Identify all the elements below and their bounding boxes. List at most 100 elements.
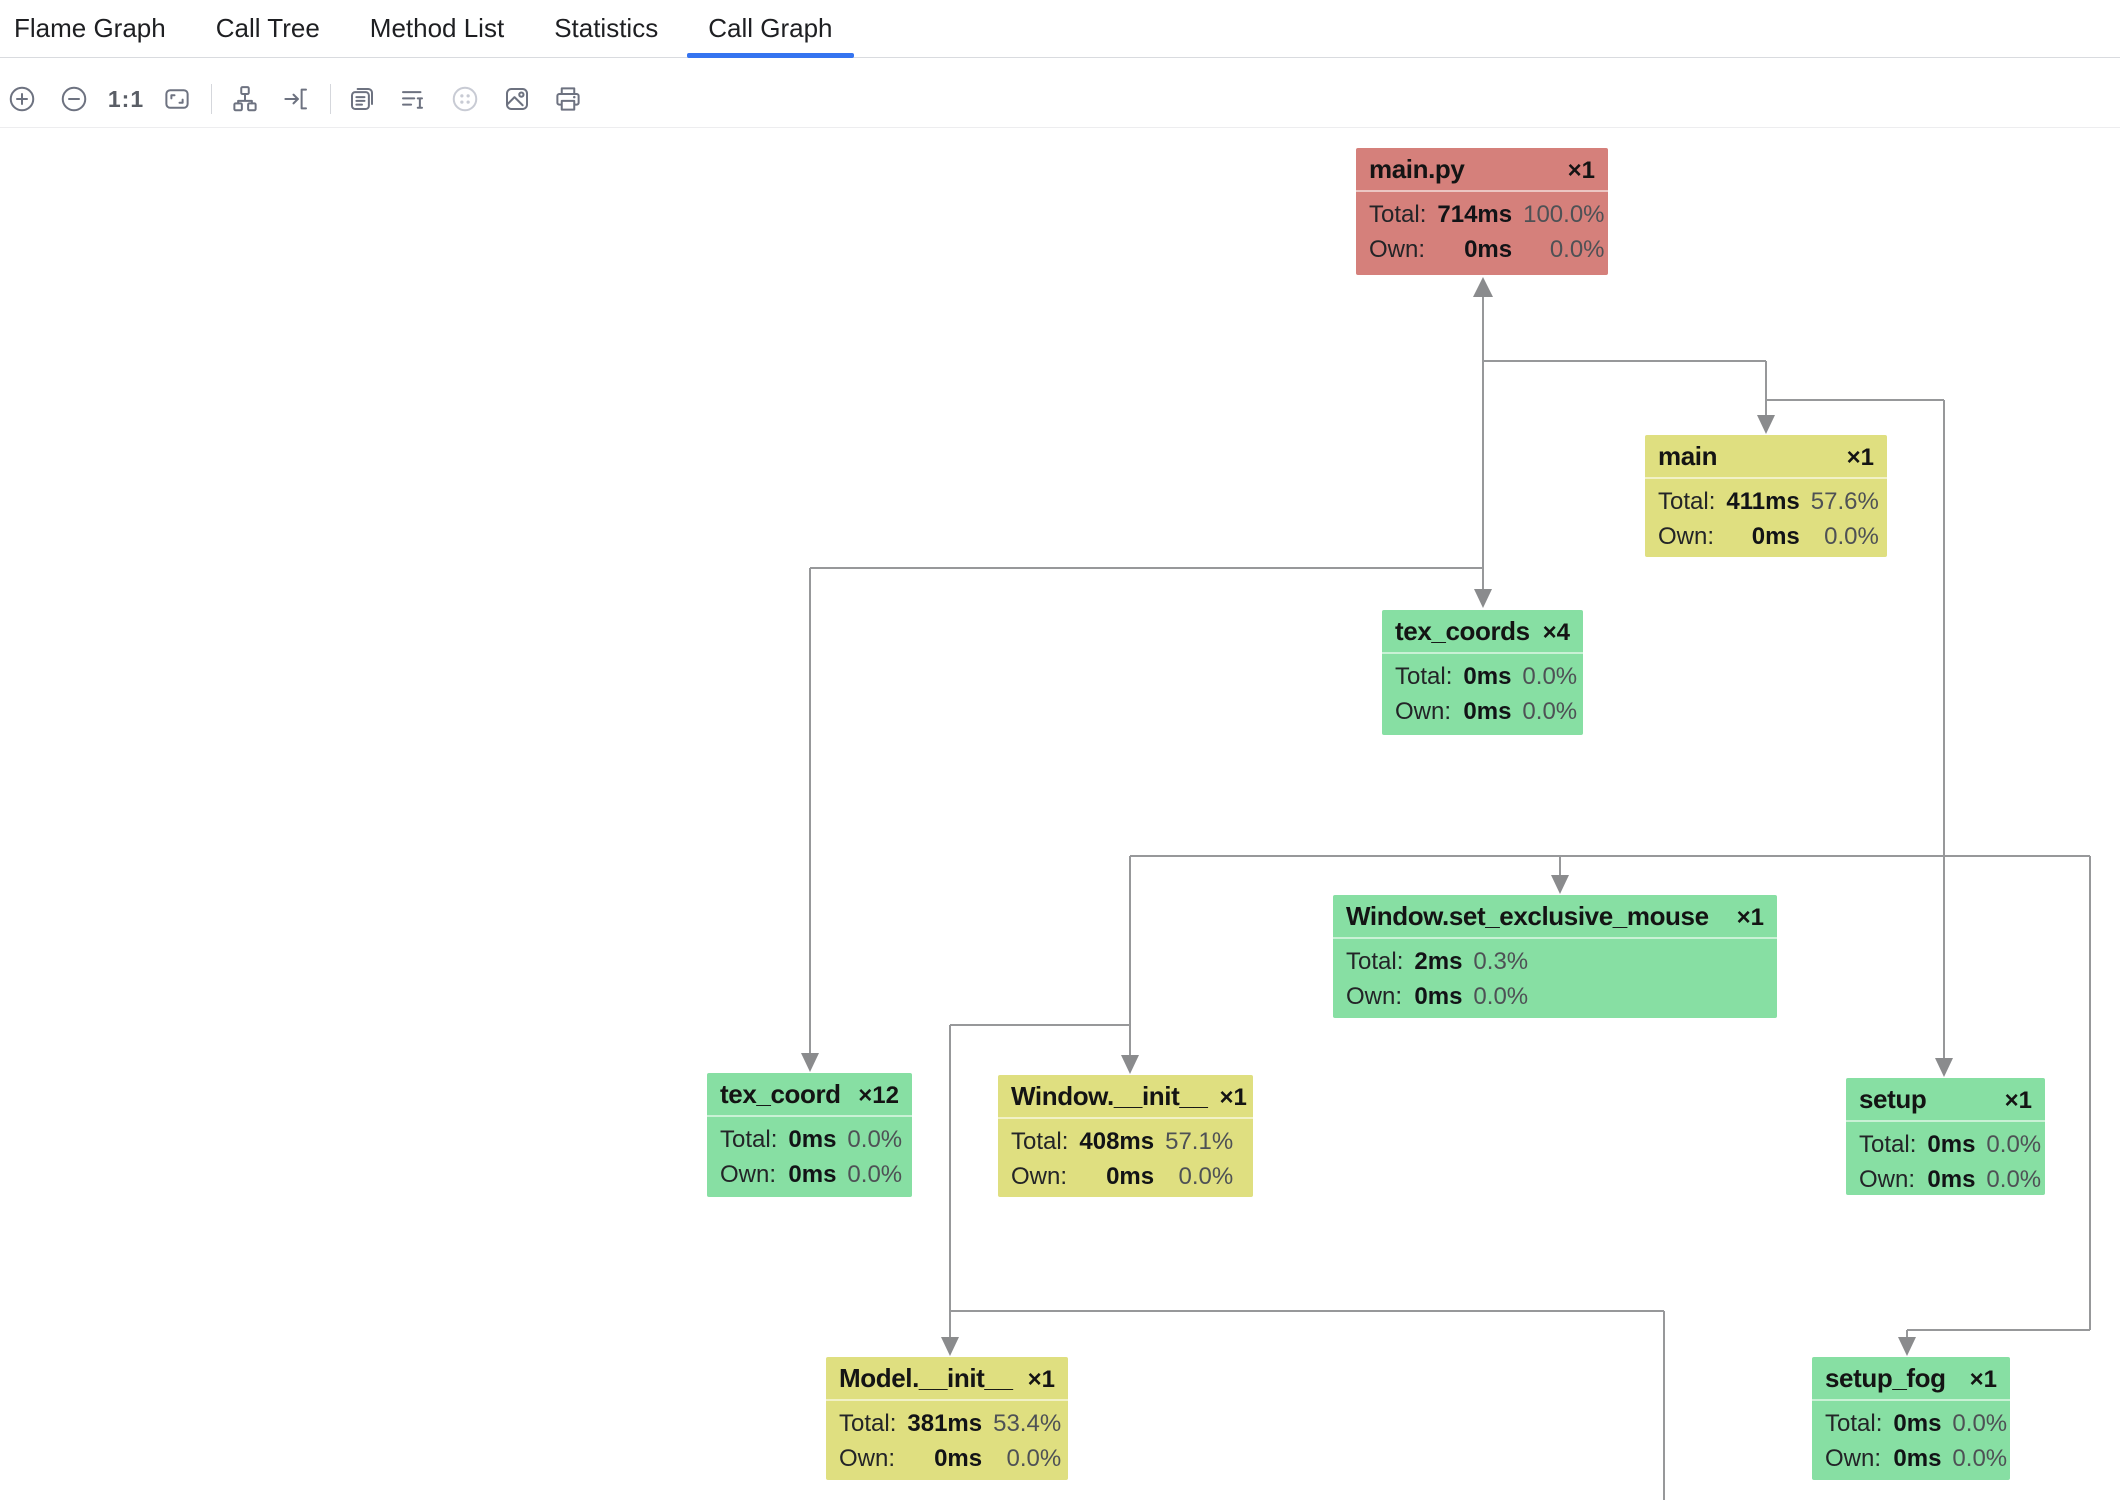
zoom-out-icon[interactable]	[56, 81, 92, 117]
tab-flame-graph[interactable]: Flame Graph	[14, 13, 166, 43]
node-row-percent: 0.0%	[1824, 523, 1879, 550]
node-row-value: 0ms	[1893, 1445, 1942, 1472]
node-row-value: 381ms	[907, 1410, 983, 1437]
node-row-value: 0ms	[1463, 698, 1512, 725]
node-row-percent: 0.0%	[1473, 983, 1529, 1010]
fit-content-icon[interactable]	[159, 81, 195, 117]
edge-segment	[1907, 1329, 2090, 1331]
node-row-percent: 0.0%	[1952, 1445, 2008, 1472]
node-row-value: 0ms	[1927, 1166, 1976, 1193]
edge-segment	[1766, 399, 1944, 401]
node-title: setup	[1859, 1084, 1927, 1114]
edge-segment	[1663, 1311, 1665, 1500]
node-call-count: ×12	[858, 1082, 899, 1109]
node-row-value: 411ms	[1726, 488, 1800, 515]
node-row-label: Total:	[1346, 948, 1404, 975]
node-row-percent: 100.0%	[1523, 201, 1605, 228]
node-row-percent: 0.0%	[1006, 1445, 1062, 1472]
node-call-count: ×4	[1542, 619, 1570, 646]
node-call-count: ×1	[1219, 1084, 1247, 1111]
node-call-count: ×1	[2004, 1087, 2032, 1114]
graph-toolbar: 1:1	[0, 58, 2120, 128]
node-row-value: 0ms	[1463, 663, 1512, 690]
edge-segment	[1483, 360, 1766, 362]
tab-method-list[interactable]: Method List	[369, 13, 505, 43]
tab-call-graph[interactable]: Call Graph	[687, 0, 854, 58]
node-row-label: Own:	[1011, 1163, 1068, 1190]
node-title: Window.set_exclusive_mouse	[1346, 901, 1709, 931]
node-row-percent: 57.1%	[1165, 1128, 1234, 1155]
node-row-value: 0ms	[788, 1126, 837, 1153]
node-row-percent: 0.0%	[1952, 1410, 2008, 1437]
node-row-percent: 57.6%	[1810, 488, 1879, 515]
node-row-percent: 53.4%	[993, 1410, 1062, 1437]
node-row-value: 0ms	[1751, 523, 1800, 550]
node-row-value: 0ms	[1927, 1131, 1976, 1158]
node-row-label: Total:	[1825, 1410, 1883, 1437]
edge-segment	[1906, 1330, 1908, 1338]
zoom-in-icon[interactable]	[4, 81, 40, 117]
edge-segment	[2089, 856, 2091, 1330]
node-call-count: ×1	[1969, 1366, 1997, 1393]
node-row-label: Own:	[1825, 1445, 1882, 1472]
node-row-value: 714ms	[1437, 201, 1513, 228]
node-row-label: Own:	[1658, 523, 1715, 550]
actual-size-button[interactable]: 1:1	[108, 81, 144, 117]
node-row-label: Total:	[1658, 488, 1716, 515]
edge-segment	[809, 568, 811, 1054]
node-row-value: 2ms	[1414, 948, 1463, 975]
edge-arrowhead	[1757, 415, 1775, 434]
profiler-tab-bar: Flame Graph Call Tree Method List Statistic…	[0, 0, 2120, 58]
copy-icon[interactable]	[344, 81, 380, 117]
node-title: Window.__init__	[1011, 1081, 1208, 1111]
export-image-icon[interactable]	[499, 81, 535, 117]
node-title: main	[1658, 441, 1718, 471]
tab-statistics[interactable]: Statistics	[554, 13, 659, 43]
node-row-label: Own:	[1346, 983, 1403, 1010]
node-row-label: Own:	[839, 1445, 896, 1472]
jump-to-source-icon[interactable]	[278, 81, 314, 117]
node-title: setup_fog	[1825, 1363, 1946, 1393]
edge-arrowhead	[1121, 1055, 1139, 1074]
edge-segment	[950, 1024, 1130, 1026]
node-row-value: 408ms	[1079, 1128, 1155, 1155]
edge-arrowhead	[941, 1337, 959, 1356]
node-row-value: 0ms	[934, 1445, 983, 1472]
actual-size-label: 1:1	[107, 85, 145, 112]
org-chart-icon[interactable]	[227, 81, 263, 117]
node-call-count: ×1	[1736, 904, 1764, 931]
edit-filter-icon[interactable]	[395, 81, 431, 117]
node-call-count: ×1	[1567, 157, 1595, 184]
node-row-percent: 0.0%	[1549, 236, 1605, 263]
toolbar-separator	[330, 84, 331, 114]
tab-call-tree[interactable]: Call Tree	[215, 13, 320, 43]
edge-segment	[1559, 856, 1561, 876]
print-icon[interactable]	[550, 81, 586, 117]
node-row-value: 0ms	[1414, 983, 1463, 1010]
edge-segment	[1130, 855, 2090, 857]
node-row-label: Total:	[1859, 1131, 1917, 1158]
edge-arrowhead	[1474, 589, 1492, 608]
node-call-count: ×1	[1846, 444, 1874, 471]
node-row-label: Own:	[1859, 1166, 1916, 1193]
node-title: tex_coords	[1395, 616, 1530, 646]
node-row-label: Total:	[1369, 201, 1427, 228]
node-row-percent: 0.3%	[1473, 948, 1529, 975]
node-row-percent: 0.0%	[1986, 1166, 2042, 1193]
edge-arrowhead	[801, 1053, 819, 1072]
node-row-percent: 0.0%	[847, 1161, 903, 1188]
edge-arrowhead	[1898, 1337, 1916, 1356]
node-row-value: 0ms	[1893, 1410, 1942, 1437]
node-row-label: Own:	[720, 1161, 777, 1188]
edge-segment	[1765, 361, 1767, 416]
